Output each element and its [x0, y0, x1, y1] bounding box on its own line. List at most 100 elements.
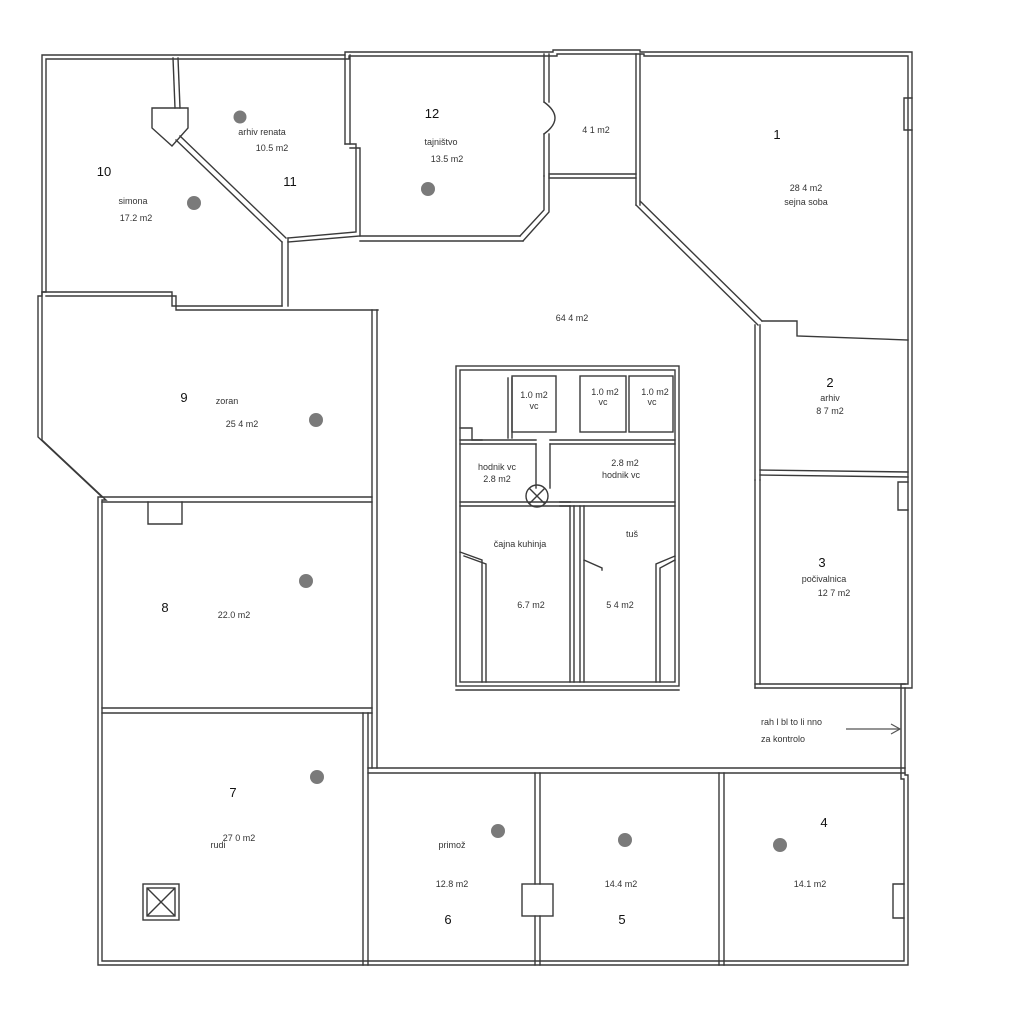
wall [897, 481, 909, 511]
wall [177, 57, 181, 109]
wc-1-area: 1.0 m2 [520, 390, 548, 400]
light-fixture [773, 838, 787, 852]
wall [511, 375, 557, 433]
wc-3-name: vc [647, 397, 657, 407]
wall [175, 139, 283, 243]
wall [655, 555, 676, 683]
light-fixture [618, 833, 632, 847]
arrow-right-icon [846, 723, 902, 735]
room-number-2: 2 [826, 375, 834, 390]
room-number-10: 10 [96, 164, 112, 179]
wc-2-name: vc [598, 397, 608, 407]
room-name-1: sejna soba [784, 197, 828, 207]
room-number-11: 11 [283, 174, 297, 189]
wall [761, 320, 909, 341]
room-name-6: primož [438, 840, 466, 850]
wall [172, 57, 176, 109]
room-area-6: 12.8 m2 [435, 879, 469, 889]
core-inner [459, 369, 676, 683]
light-fixture [310, 770, 324, 784]
door-arc [543, 101, 556, 135]
wall [147, 501, 183, 525]
shower-area: 5 4 m2 [606, 600, 634, 610]
light-fixture [421, 182, 435, 196]
wall [459, 551, 483, 683]
wall [759, 469, 909, 473]
wall [903, 97, 913, 131]
note-line-2: za kontrolo [761, 734, 806, 744]
wc-hall-2-area: 2.8 m2 [611, 458, 639, 468]
wall [583, 559, 603, 571]
room-area-7: 27 0 m2 [222, 833, 256, 843]
room-area-2: 8 7 m2 [816, 406, 844, 416]
room-area-9: 25 4 m2 [225, 419, 259, 429]
wall [459, 427, 483, 441]
kitchen-name: čajna kuhinja [493, 539, 547, 549]
wall [179, 135, 287, 239]
room-area-5: 14.4 m2 [604, 879, 638, 889]
wc-3-area: 1.0 m2 [641, 387, 669, 397]
wc-2-area: 1.0 m2 [591, 387, 619, 397]
room-area-12: 13.5 m2 [430, 154, 464, 164]
room-number-9: 9 [180, 390, 188, 405]
shower-name: tuš [625, 529, 639, 539]
room-number-12: 12 [424, 106, 440, 121]
wall [519, 175, 545, 237]
wall [892, 883, 905, 919]
shaft-cross-icon [142, 883, 180, 921]
wall [41, 291, 283, 307]
room-area-11: 10.5 m2 [255, 143, 289, 153]
room-name-11: arhiv renata [238, 127, 286, 137]
room-number-1: 1 [773, 127, 781, 142]
room-number-8: 8 [161, 600, 169, 615]
outer-wall-inner [41, 53, 909, 962]
room-name-3: počivalnica [801, 574, 847, 584]
wc-hall-1-area: 2.8 m2 [483, 474, 511, 484]
wall [522, 175, 550, 242]
room-number-6: 6 [444, 912, 452, 927]
wc-hall-2-name: hodnik vc [601, 470, 641, 480]
wall [635, 204, 759, 326]
wall [628, 375, 674, 433]
room-area-4: 14.1 m2 [793, 879, 827, 889]
room-name-7: rudi [210, 840, 226, 850]
room-area-3: 12 7 m2 [817, 588, 851, 598]
light-fixture [299, 574, 313, 588]
wall [659, 559, 676, 683]
wall [639, 200, 763, 322]
walls [37, 49, 913, 966]
room-name-9: zoran [215, 396, 239, 406]
room-area-8: 22.0 m2 [217, 610, 251, 620]
light-fixture [491, 824, 505, 838]
room-number-7: 7 [229, 785, 237, 800]
wall [287, 147, 361, 243]
room-name-12: tajništvo [424, 137, 458, 147]
room-name-2: arhiv [820, 393, 840, 403]
light-fixture [309, 413, 323, 427]
pillar-wall [521, 883, 554, 917]
wc-1-name: vc [529, 401, 539, 411]
wall [579, 375, 627, 433]
pillar-wall [151, 107, 189, 147]
light-fixture [187, 196, 201, 210]
small-room-area-4-1: 4 1 m2 [582, 125, 610, 135]
wc-hall-1-name: hodnik vc [477, 462, 517, 472]
floor-drain-icon [525, 484, 549, 508]
note-line-1: rah l bl to li nno [761, 717, 823, 727]
room-area-10: 17.2 m2 [119, 213, 153, 223]
room-number-4: 4 [820, 815, 828, 830]
wall [287, 143, 357, 239]
wall [45, 295, 379, 311]
room-area-1: 28 4 m2 [789, 183, 823, 193]
room-name-10: simona [118, 196, 148, 206]
corridor-area: 64 4 m2 [555, 313, 589, 323]
outer-wall [37, 49, 913, 966]
wall [759, 474, 909, 478]
fixtures [142, 110, 902, 921]
core-outer [455, 365, 680, 687]
room-number-3: 3 [818, 555, 826, 570]
kitchen-area: 6.7 m2 [517, 600, 545, 610]
wall [463, 555, 487, 683]
light-fixture [233, 110, 247, 124]
